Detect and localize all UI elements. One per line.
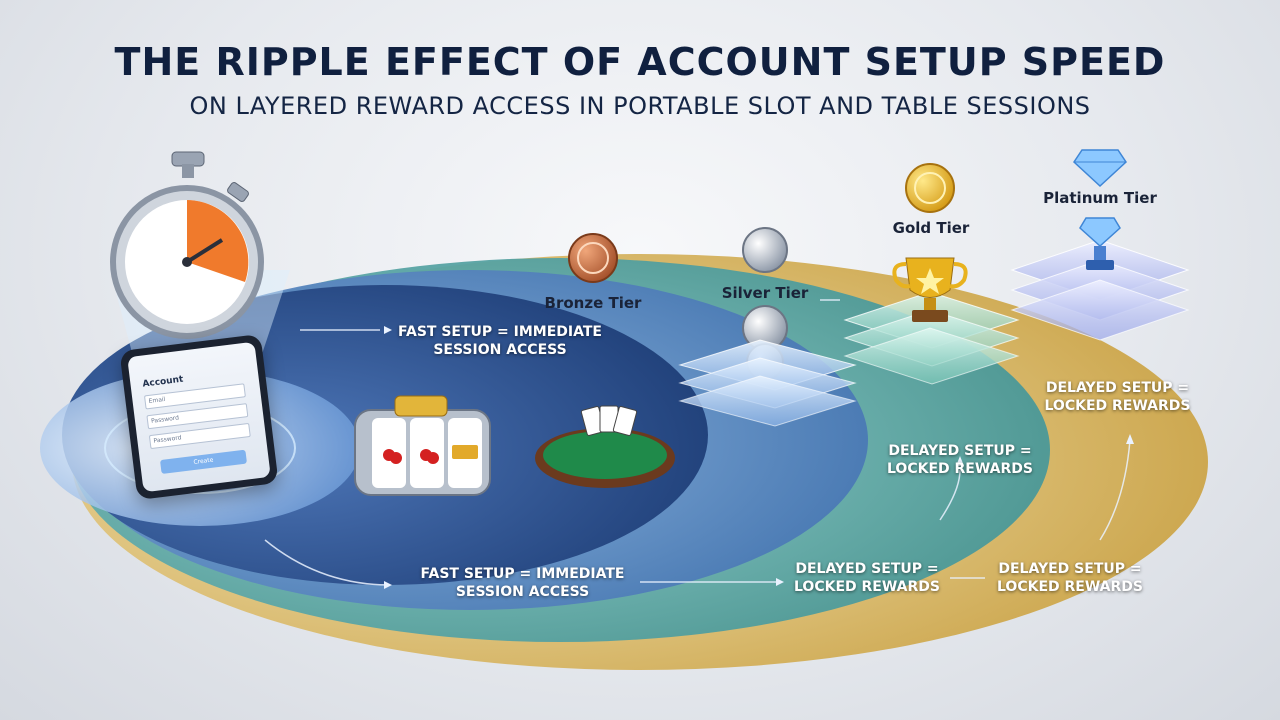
- phone-create-button: Create: [159, 449, 248, 474]
- trophy-icon: [892, 257, 968, 322]
- silver-tier-label: Silver Tier: [721, 284, 809, 302]
- arrow-heads: [384, 326, 1134, 589]
- slot-machine-icon: [354, 395, 491, 496]
- fast-setup-label-top: FAST SETUP = IMMEDIATE SESSION ACCESS: [398, 324, 602, 358]
- phone-screen-title: Account: [142, 374, 184, 390]
- poker-table-icon: [535, 405, 675, 488]
- phone-icon: Account Email Password Password Create: [119, 333, 279, 501]
- diamond-icon: [1073, 149, 1127, 188]
- diamond-trophy-icon: [1079, 217, 1121, 270]
- delayed-setup-label-bottom-gold: DELAYED SETUP = LOCKED REWARDS: [997, 561, 1143, 595]
- bronze-tier-label: Bronze Tier: [544, 294, 642, 312]
- flow-arrows: [264, 299, 1131, 586]
- stopwatch-icon: [110, 151, 264, 339]
- phone-screen: Account Email Password Password Create: [127, 341, 271, 493]
- page-title: THE RIPPLE EFFECT OF ACCOUNT SETUP SPEED: [114, 40, 1166, 84]
- platinum-tier-label: Platinum Tier: [1043, 189, 1157, 207]
- bronze-coin-icon: [568, 233, 618, 283]
- gold-coin-icon: [905, 163, 955, 213]
- gold-tier-label: Gold Tier: [892, 219, 970, 237]
- page-subtitle: ON LAYERED REWARD ACCESS IN PORTABLE SLO…: [189, 92, 1091, 120]
- delayed-setup-label-platinum: DELAYED SETUP = LOCKED REWARDS: [1044, 380, 1191, 414]
- fast-setup-label-bottom: FAST SETUP = IMMEDIATE SESSION ACCESS: [420, 566, 625, 600]
- delayed-setup-label-gold: DELAYED SETUP = LOCKED REWARDS: [887, 443, 1033, 477]
- delayed-setup-label-bottom-silver: DELAYED SETUP = LOCKED REWARDS: [794, 561, 940, 595]
- silver-tier-stack: [678, 339, 857, 427]
